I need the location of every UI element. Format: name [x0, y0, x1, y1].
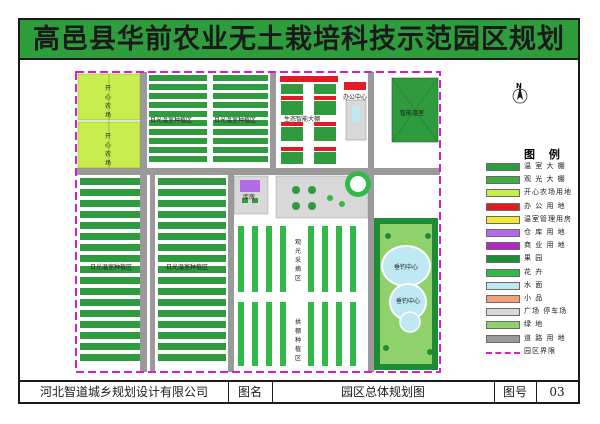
label-greenhouse-2: 日光温室种植区 — [214, 117, 257, 124]
legend-label: 小 品 — [524, 294, 544, 302]
label-smart-greenhouse: 智能温室 — [400, 110, 425, 117]
park-boundary — [75, 71, 441, 373]
legend-label: 道 路 用 地 — [524, 333, 566, 342]
legend-swatch — [486, 202, 520, 211]
legend-label: 绿 地 — [524, 320, 544, 329]
legend-label: 仓 库 用 地 — [524, 228, 566, 236]
title-block: 河北智道城乡规划设计有限公司 图名 园区总体规划图 图号 03 — [20, 380, 578, 402]
legend-swatch — [486, 321, 520, 330]
map-title: 高邑县华前农业无土栽培科技示范园区规划 — [20, 20, 578, 60]
road-vertical-3 — [270, 72, 276, 175]
sightseeing-area — [278, 74, 340, 166]
legend-label: 水 面 — [524, 280, 544, 289]
road-main-horizontal — [76, 168, 440, 175]
legend-swatch — [486, 268, 520, 277]
legend-label: 果 园 — [524, 254, 544, 263]
legend-swatch — [486, 351, 520, 354]
legend-label: 商 业 用 地 — [524, 241, 566, 250]
label-greenhouse-4: 日光温室种植区 — [166, 264, 209, 271]
legend-label: 观 光 大 棚 — [524, 175, 566, 184]
road-vertical-4 — [368, 72, 374, 372]
greenhouse-block-bottom-left — [80, 178, 226, 361]
road-vertical-1 — [140, 72, 147, 372]
open-field-area — [77, 73, 141, 169]
label-greenhouse-3: 日光温室种植区 — [90, 264, 133, 271]
veg-strips — [238, 226, 356, 366]
legend-label: 温室管理用房 — [524, 214, 572, 223]
label-sightseeing: 生态智能大棚 — [284, 116, 321, 123]
legend-swatch — [486, 215, 520, 224]
legend-label: 广场 停车场 — [524, 307, 568, 316]
legend-swatch — [486, 255, 520, 264]
legend-swatch — [486, 163, 520, 171]
legend-title: 图 例 — [524, 148, 565, 161]
road-vertical-5 — [150, 172, 155, 372]
legend-label: 温 室 大 棚 — [524, 162, 566, 170]
label-open-field-2: 开心农场 — [104, 133, 111, 167]
legend-swatch — [486, 229, 520, 237]
label-open-field-1: 开心农场 — [104, 85, 111, 119]
road-vertical-2 — [228, 175, 234, 372]
label-veg-area: 观光采摘区 — [294, 239, 301, 282]
label-shed-area: 拱棚种植区 — [294, 319, 301, 362]
drawing-name: 园区总体规划图 — [272, 382, 495, 402]
legend-swatch — [486, 308, 520, 317]
label-greenhouse-1: 日光温室种植区 — [150, 117, 193, 124]
label-fishing-2: 垂钓中心 — [396, 298, 421, 305]
drawing-number: 03 — [549, 385, 565, 399]
legend-label: 花 卉 — [524, 267, 544, 276]
legend-swatch — [486, 295, 520, 303]
greenhouse-block-top-1 — [149, 75, 268, 162]
legend-label: 园区界限 — [524, 346, 556, 355]
compass-label: N — [516, 82, 522, 90]
office-center — [340, 74, 368, 166]
compass-icon — [512, 86, 528, 104]
legend-swatch — [486, 242, 520, 251]
number-label: 图号 — [494, 382, 537, 402]
legend-label: 办 公 用 地 — [524, 201, 566, 210]
label-office-center: 办公中心 — [343, 94, 368, 101]
label-warehouse: 库房 — [243, 194, 256, 201]
fishing-area — [374, 218, 438, 370]
legend-swatch — [486, 334, 520, 343]
name-label: 图名 — [228, 382, 273, 402]
legend-swatch — [486, 281, 520, 290]
legend-swatch — [486, 189, 520, 198]
smart-greenhouse — [376, 74, 439, 166]
roads — [76, 72, 440, 372]
label-fishing-1: 垂钓中心 — [394, 264, 419, 271]
legend-label: 开心农场用地 — [524, 188, 572, 197]
legend-swatch — [486, 176, 520, 185]
warehouse-plaza — [233, 171, 371, 219]
company-name: 河北智道城乡规划设计有限公司 — [20, 382, 229, 402]
